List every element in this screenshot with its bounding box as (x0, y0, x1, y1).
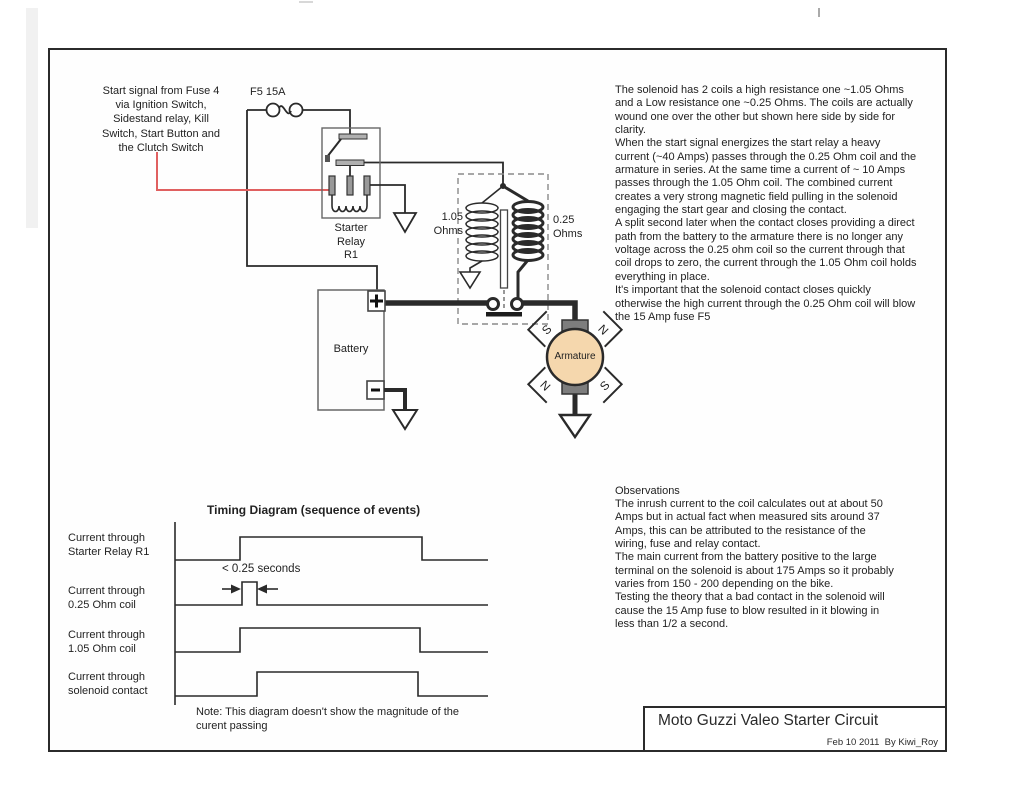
diagram-date-author: Feb 10 2011 By Kiwi_Roy (826, 737, 938, 748)
starter-relay-label: Starter Relay R1 (334, 222, 368, 261)
scan-artifact (26, 8, 38, 228)
timing-waveform-low-coil (175, 581, 488, 606)
observations-heading: Observations (615, 485, 680, 497)
armature-label: Armature (554, 351, 596, 362)
relay-ground-symbol (370, 184, 418, 234)
fuse-label: F5 15A (250, 86, 286, 98)
battery-symbol (317, 289, 386, 411)
magnet-label-tr: N (595, 322, 611, 338)
armature-ground-symbol (557, 413, 593, 440)
coil-low-label: 0.25 Ohms (553, 214, 583, 240)
title-box: Moto Guzzi Valeo Starter Circuit Feb 10 … (643, 706, 947, 752)
timing-waveform-contact (175, 671, 488, 697)
timing-row-label-relay: Current through Starter Relay R1 (68, 532, 150, 558)
solenoid-contact-symbol (385, 297, 578, 326)
coil-high-label: 1.05 Ohms (433, 211, 463, 237)
magnet-label-bl: N (537, 378, 553, 394)
scan-artifact (299, 1, 313, 3)
armature-symbol: S N N S (526, 310, 624, 440)
solenoid-enclosure-box (457, 173, 549, 325)
pulse-width-arrows (222, 584, 278, 594)
circuit-wires (246, 109, 504, 292)
timing-row-label-low-coil: Current through 0.25 Ohm coil (68, 585, 146, 611)
coil-high-resistance-symbol (458, 185, 504, 290)
start-signal-note: Start signal from Fuse 4 via Ignition Sw… (101, 85, 220, 154)
timing-diagram-title: Timing Diagram (sequence of events) (207, 503, 421, 517)
timing-waveform-relay (175, 536, 488, 561)
coil-low-resistance-symbol (502, 184, 545, 298)
start-signal-wire (156, 152, 329, 191)
diagram-title: Moto Guzzi Valeo Starter Circuit (658, 712, 879, 729)
pulse-width-label: < 0.25 seconds (222, 563, 301, 575)
solenoid-plunger-symbol (499, 209, 509, 310)
magnet-label-tl: S (539, 322, 555, 338)
timing-row-label-contact: Current through solenoid contact (68, 671, 148, 697)
fuse-symbol (265, 102, 304, 118)
drawing-frame (48, 48, 947, 752)
starter-relay-symbol (321, 127, 381, 219)
timing-waveform-high-coil (175, 627, 488, 653)
magnet-label-br: S (597, 378, 613, 394)
battery-ground-symbol (384, 388, 419, 431)
scan-artifact (818, 8, 820, 17)
timing-row-label-high-coil: Current through 1.05 Ohm coil (68, 629, 146, 655)
battery-label: Battery (333, 343, 369, 355)
observations-body: The inrush current to the coil calculate… (615, 498, 894, 631)
solenoid-description: The solenoid has 2 coils a high resistan… (615, 84, 917, 323)
timing-note: Note: This diagram doesn't show the magn… (196, 706, 459, 732)
